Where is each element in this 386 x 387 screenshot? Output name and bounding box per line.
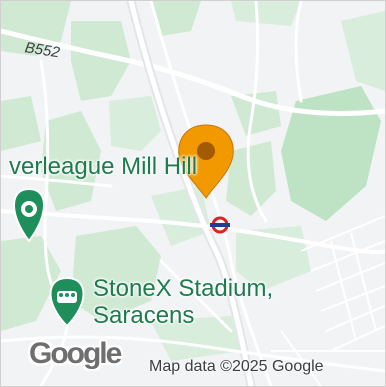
park-area	[231, 91, 281, 136]
stadium-icon[interactable]	[49, 276, 85, 328]
poi-label-line: StoneX Stadium,	[93, 275, 274, 302]
google-logo[interactable]: Google	[29, 337, 122, 370]
road-b552	[1, 28, 385, 116]
road	[39, 59, 70, 386]
map-attribution[interactable]: Map data ©2025 Google	[149, 358, 324, 375]
poi-label-mill-hill[interactable]: verleague Mill Hill	[9, 153, 198, 180]
road	[1, 335, 385, 373]
park-area	[281, 86, 381, 221]
park-area	[1, 96, 41, 151]
road-major-inner	[128, 1, 254, 386]
road	[1, 209, 385, 255]
underground-station-icon[interactable]	[210, 216, 230, 234]
park-area	[236, 226, 311, 291]
road	[294, 1, 303, 103]
park-area	[109, 96, 161, 151]
road	[246, 1, 268, 223]
poi-pin-icon[interactable]	[13, 187, 45, 243]
park-area	[71, 21, 131, 101]
road	[159, 259, 233, 333]
poi-label-stonex-stadium[interactable]: StoneX Stadium, Saracens	[93, 275, 273, 329]
park-area	[151, 1, 201, 36]
park-area	[341, 11, 385, 91]
park-area	[231, 1, 301, 26]
park-areas	[1, 1, 385, 361]
park-area	[71, 226, 161, 321]
poi-label-line: Saracens	[93, 302, 195, 329]
park-area	[41, 111, 101, 211]
location-pin-icon[interactable]	[178, 124, 234, 199]
road	[1, 174, 113, 188]
road	[149, 1, 273, 386]
